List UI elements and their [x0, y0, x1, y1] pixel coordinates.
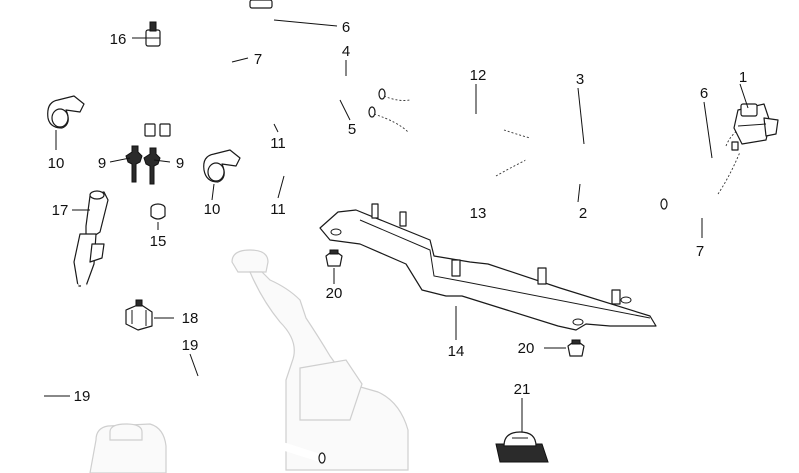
callout-13: 13: [470, 205, 487, 222]
callout-7-top: 7: [254, 51, 262, 68]
callout-15: 15: [150, 233, 167, 250]
elbow-6-top: [249, 0, 295, 39]
callout-19-left: 19: [74, 388, 91, 405]
holder-10-left: [47, 95, 85, 129]
nut-20-right: [567, 339, 585, 357]
callout-9-left: 9: [98, 155, 106, 172]
clip-18: [125, 299, 153, 331]
callout-7-right: 7: [696, 243, 704, 260]
holder-10-right: [203, 149, 241, 183]
callout-6-right: 6: [700, 85, 708, 102]
callout-1: 1: [739, 69, 747, 86]
callout-6-top: 6: [342, 19, 350, 36]
hose-11-lower: [34, 36, 412, 189]
callout-11-lower: 11: [270, 201, 286, 218]
hose-2: [525, 157, 669, 210]
hose-19-right: [77, 283, 326, 464]
nut-20-left: [325, 249, 343, 267]
hose-11-upper: [16, 26, 409, 150]
elbow-7-right: [678, 190, 722, 218]
callout-12: 12: [470, 67, 487, 84]
hose-19-left: [25, 283, 79, 473]
callout-17: 17: [52, 202, 69, 219]
hose-5: [257, 71, 377, 118]
callout-2: 2: [579, 205, 587, 222]
t-piece-12: [416, 96, 508, 136]
valve-1: [731, 103, 779, 151]
assembly-17: [73, 190, 136, 287]
callout-5: 5: [348, 121, 356, 138]
callout-20-left: 20: [326, 285, 343, 302]
callout-9-right: 9: [176, 155, 184, 172]
callout-11-upper: 11: [270, 135, 286, 152]
callout-3: 3: [576, 71, 584, 88]
hose-3: [529, 135, 695, 173]
callout-19-right: 19: [182, 337, 199, 354]
callout-4: 4: [342, 43, 350, 60]
hose-top-loop: [113, 0, 147, 22]
callout-10-right: 10: [204, 201, 221, 218]
callout-labels: 1 2 3 4 5 6 6 7 7 9 9 10 10 11 11 12 13 …: [48, 19, 748, 405]
leader-lines: [44, 19, 749, 432]
clip-21: [495, 431, 549, 463]
callout-14: 14: [448, 343, 465, 360]
elbow-7-top: [218, 47, 249, 79]
grommet-16: [145, 21, 161, 47]
bracket-14: [319, 203, 657, 331]
ring-15: [150, 203, 166, 220]
elbow-6-right: [688, 144, 732, 174]
t-piece-13: [412, 140, 500, 180]
callout-16: 16: [110, 31, 127, 48]
washer-reservoir-ghost: [89, 249, 409, 473]
hose-4: [277, 51, 387, 100]
callout-10-left: 10: [48, 155, 65, 172]
callout-18: 18: [182, 310, 199, 327]
nozzle-9-left: [125, 145, 143, 183]
hose-top-curve: [66, 0, 264, 114]
nozzle-9-right: [143, 147, 161, 185]
callout-20-right: 20: [518, 340, 535, 357]
callout-21: 21: [514, 381, 531, 398]
vertical-pipes: [144, 0, 215, 137]
